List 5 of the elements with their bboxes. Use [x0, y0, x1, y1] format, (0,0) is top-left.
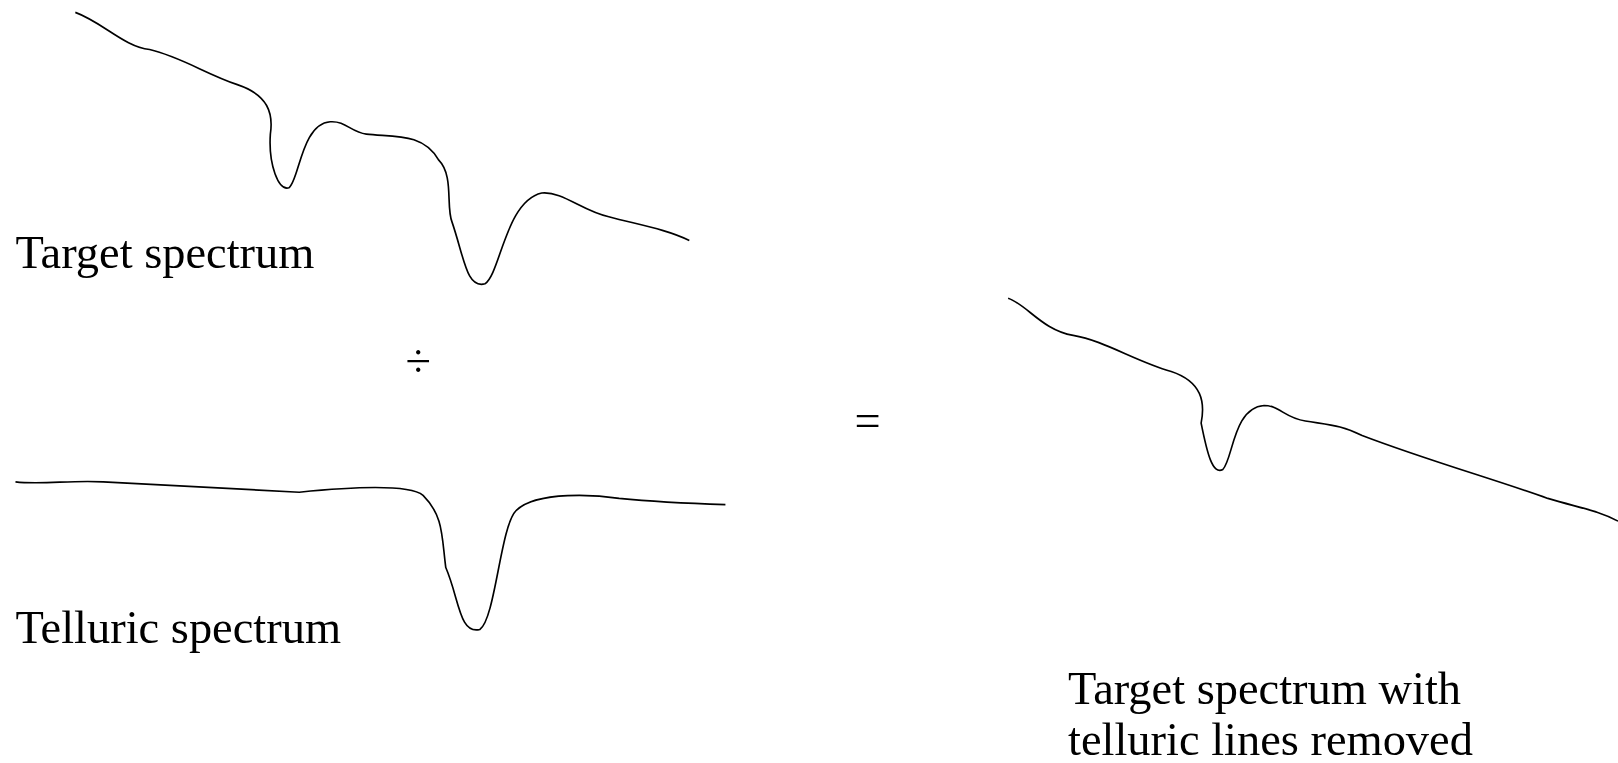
result-label: Target spectrum with telluric lines removed [1068, 662, 1474, 763]
spectrum-label: Telluric spectrum [15, 601, 342, 654]
equals-sign: = [854, 395, 881, 447]
division-sign: ÷ [405, 335, 432, 387]
spectrum-label: Target spectrum [15, 227, 315, 279]
